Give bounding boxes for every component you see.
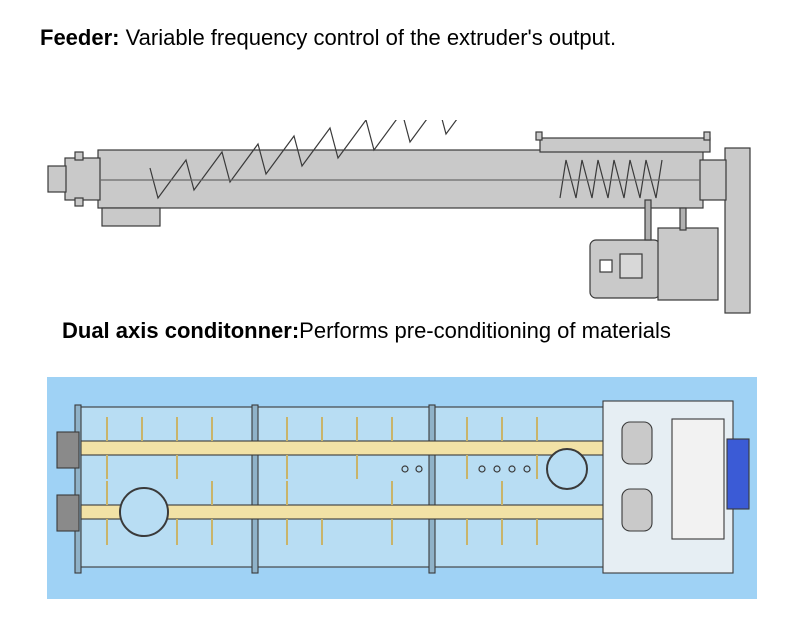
conditioner-paddles bbox=[106, 417, 538, 545]
feeder-hopper-flange bbox=[539, 137, 711, 153]
feeder-drawing bbox=[47, 120, 751, 314]
feeder-screw-flights bbox=[100, 120, 700, 200]
feeder-caption: Feeder: Variable frequency control of th… bbox=[40, 27, 616, 49]
conditioner-title: Dual axis conditonner: bbox=[62, 318, 300, 343]
feeder-gearbox bbox=[657, 227, 719, 301]
conditioner-motor bbox=[726, 438, 750, 510]
feeder-left-flange bbox=[64, 157, 101, 201]
conditioner-ports bbox=[401, 465, 531, 473]
feeder-machine bbox=[47, 131, 751, 314]
conditioner-shaft-top bbox=[80, 440, 606, 456]
feeder-trough bbox=[97, 149, 704, 209]
conditioner-vessel bbox=[76, 406, 606, 568]
conditioner-left-bearing-top bbox=[56, 431, 80, 469]
conditioner-window-left bbox=[119, 487, 169, 537]
conditioner-drawing bbox=[47, 377, 757, 599]
feeder-end-plate bbox=[724, 147, 751, 314]
conditioner-window-right bbox=[546, 448, 588, 490]
conditioner-description: Performs pre-conditioning of materials bbox=[299, 318, 671, 343]
feeder-outlet bbox=[101, 207, 161, 227]
feeder-title: Feeder: bbox=[40, 25, 120, 50]
conditioner-left-bearing-bottom bbox=[56, 494, 80, 532]
conditioner-caption: Dual axis conditonner:Performs pre-condi… bbox=[62, 320, 671, 342]
feeder-description: Variable frequency control of the extrud… bbox=[119, 25, 617, 50]
